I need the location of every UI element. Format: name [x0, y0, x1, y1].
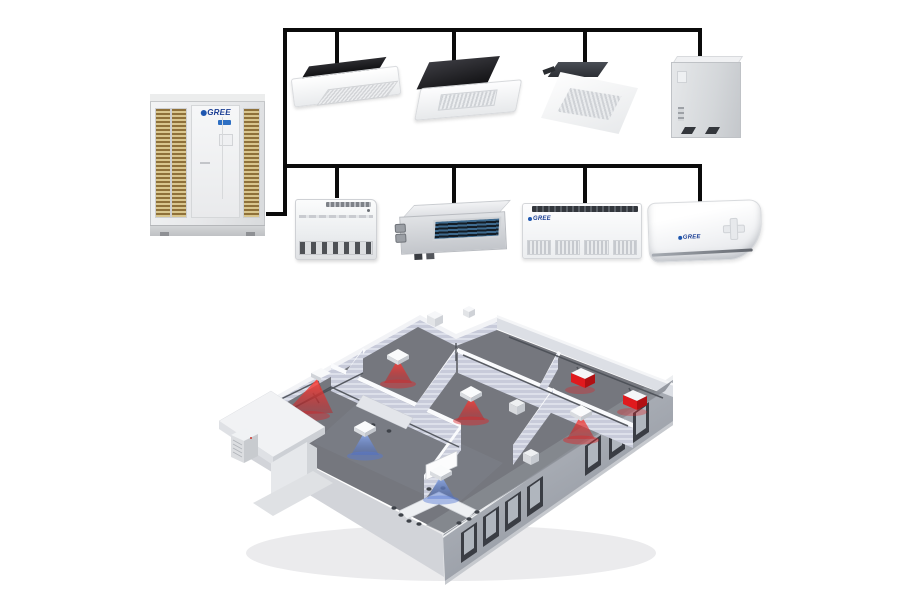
outdoor-unit-louver-right — [243, 108, 260, 218]
refrigerant-drop-r2-1 — [335, 168, 339, 198]
refrigerant-line-mid-header — [283, 164, 702, 168]
console-seam — [299, 215, 373, 218]
gree-sub-badge — [217, 120, 231, 125]
cabinet — [509, 399, 525, 415]
ahu-cabinet — [671, 62, 741, 138]
outdoor-unit-front-panel: GREE — [191, 105, 240, 218]
refrigerant-drop-r1-4 — [698, 32, 702, 60]
roof-vents — [427, 306, 475, 327]
outdoor-unit-louver-left-2 — [171, 108, 187, 218]
floor-ceiling-grilles — [526, 240, 638, 255]
wall-split-vane-cross — [722, 217, 745, 241]
ahu-slot — [680, 127, 696, 134]
grille-section — [555, 240, 581, 255]
grille-section — [612, 240, 638, 255]
gree-logo: GREE — [200, 108, 231, 117]
duct-bracket — [413, 253, 423, 261]
panel-handle — [200, 161, 210, 164]
facade-window — [585, 435, 601, 476]
entrance-annex — [218, 390, 333, 516]
building-cutaway-illustration — [213, 303, 688, 588]
slim-duct-unit — [394, 199, 512, 261]
gree-logo-icon — [528, 217, 532, 221]
vertical-air-handler — [670, 56, 744, 138]
refrigerant-line-trunk-vertical — [283, 28, 287, 216]
console-bottom-grille — [299, 241, 373, 255]
gree-logo-text: GREE — [533, 216, 551, 222]
floor-ceiling-unit: GREE — [522, 203, 642, 259]
two-way-ceiling-cassette — [414, 55, 523, 142]
refrigerant-drop-r1-1 — [335, 32, 339, 65]
refrigerant-drop-r2-3 — [583, 168, 587, 203]
facade-window — [461, 522, 477, 563]
vane-vertical — [729, 217, 738, 241]
grille-section — [584, 240, 609, 255]
duct-air-outlet — [432, 216, 502, 242]
ahu-slot — [705, 127, 721, 134]
cassette-chassis — [547, 62, 609, 77]
cabinet — [523, 449, 539, 465]
gree-logo: GREE — [677, 234, 701, 241]
duct-pipe-stub — [395, 233, 407, 244]
floor-ceiling-top-vent — [531, 206, 639, 212]
desk — [355, 394, 414, 430]
facade-window — [505, 491, 521, 532]
facade-windows — [461, 402, 649, 563]
vrf-outdoor-unit: GREE — [150, 94, 265, 236]
outdoor-unit-foot — [246, 232, 255, 236]
partition-walls — [331, 348, 633, 501]
facade-window — [527, 476, 543, 517]
grille-section — [526, 240, 552, 255]
roof-vent — [427, 311, 443, 327]
console-top-vent — [326, 202, 372, 207]
outdoor-unit-foot — [160, 232, 169, 236]
refrigerant-line-outdoor-stub — [266, 212, 287, 216]
gree-logo-icon — [200, 110, 207, 116]
console-indicator — [366, 209, 370, 212]
outdoor-unit-louver-left-1 — [155, 108, 171, 218]
wall-mounted-split: GREE — [646, 199, 764, 263]
gree-logo-text: GREE — [682, 234, 701, 241]
annex-outdoor-unit — [231, 428, 258, 463]
duct-pipe-stub — [394, 223, 407, 234]
refrigerant-drop-r2-4 — [698, 168, 702, 202]
gree-logo-icon — [677, 235, 682, 240]
outdoor-unit-top-cap — [150, 94, 265, 102]
duct-bracket — [426, 252, 435, 260]
panel-seam — [221, 117, 223, 199]
refrigerant-drop-r2-2 — [452, 168, 456, 203]
outdoor-unit-base — [150, 225, 265, 236]
ahu-vent-slots — [678, 107, 684, 121]
round-flow-ceiling-cassette — [541, 60, 638, 138]
refrigerant-drop-r1-2 — [452, 32, 456, 66]
roof-vent — [463, 306, 475, 318]
refrigerant-drop-r1-3 — [583, 32, 587, 66]
refrigerant-line-top-header — [283, 28, 702, 32]
gree-logo-text: GREE — [207, 108, 231, 117]
ahu-label-plate — [677, 71, 687, 83]
one-way-ceiling-cassette — [290, 56, 405, 133]
facade-window — [483, 506, 499, 547]
floor-console — [295, 199, 377, 260]
gree-logo: GREE — [528, 216, 551, 222]
